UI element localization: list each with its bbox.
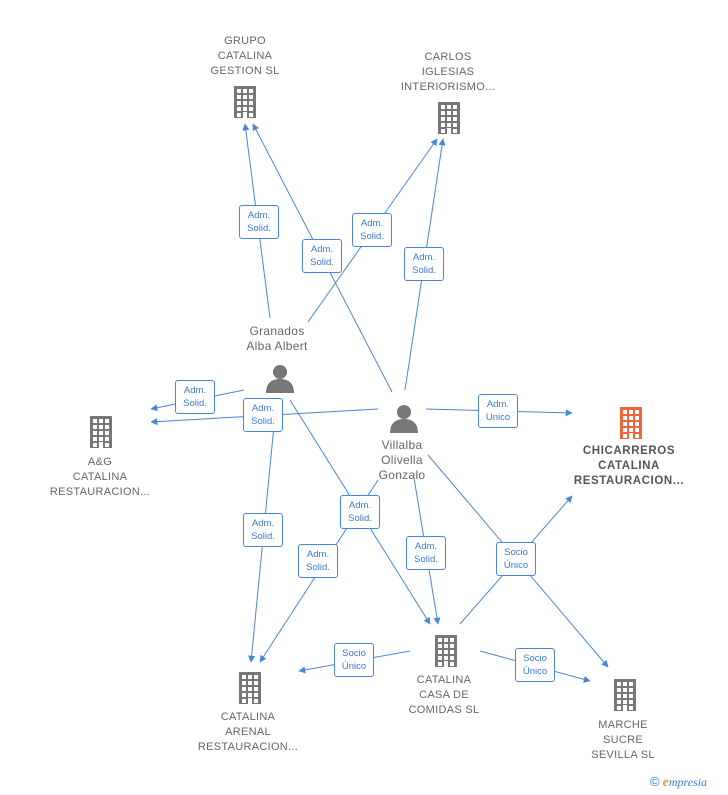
building-icon [620,407,642,439]
node-label-chicarreros[interactable]: CHICARREROS CATALINA RESTAURACION... [573,445,685,487]
empresia-logo: © empresia [650,774,707,791]
building-icon [438,102,460,134]
building-icon [90,416,112,448]
edge-label[interactable]: Adm. Solid. [239,205,279,239]
building-icon [435,635,457,667]
edge-label[interactable]: Adm. Solid. [406,536,446,570]
node-label-granados[interactable]: Granados Alba Albert [246,324,308,353]
edge-label[interactable]: Adm. Unico [478,394,518,428]
building-icon [234,86,256,118]
person-icon [266,365,294,393]
edge-label[interactable]: Adm. Solid. [243,398,283,432]
node-label-ag[interactable]: A&G CATALINA RESTAURACION... [49,456,151,498]
node-label-grupo[interactable]: GRUPO CATALINA GESTION SL [210,35,280,77]
node-label-carlos[interactable]: CARLOS IGLESIAS INTERIORISMO... [400,51,496,93]
node-label-marche[interactable]: MARCHE SUCRE SEVILLA SL [591,719,655,761]
edge-label[interactable]: Adm. Solid. [404,247,444,281]
node-label-arenal[interactable]: CATALINA ARENAL RESTAURACION... [197,711,299,753]
node-carlos[interactable] [435,101,463,140]
edge-label[interactable]: Adm. Solid. [340,495,380,529]
node-grupo[interactable] [231,85,259,124]
copyright-symbol: © [650,774,660,789]
edge-label[interactable]: Adm. Solid. [243,513,283,547]
node-label-villalba[interactable]: Villalba Olivella Gonzalo [378,438,426,482]
node-granados[interactable] [265,363,295,398]
brand-initial: e [662,775,669,790]
edge-label[interactable]: Adm. Solid. [302,239,342,273]
building-icon [614,679,636,711]
node-label-casa[interactable]: CATALINA CASA DE COMIDAS SL [408,674,480,716]
node-casa[interactable] [432,634,460,673]
edge-label[interactable]: Adm. Solid. [298,544,338,578]
node-ag[interactable] [87,415,115,454]
edge-label[interactable]: Adm. Solid. [175,380,215,414]
edge-label[interactable]: Adm. Solid. [352,213,392,247]
edge-label[interactable]: Socio Único [496,542,536,576]
node-arenal[interactable] [236,671,264,710]
node-villalba[interactable] [389,403,419,438]
person-icon [390,405,418,433]
edge-label[interactable]: Socio Único [515,648,555,682]
brand-name: mpresia [668,775,708,789]
node-chicarreros[interactable] [617,406,645,445]
building-icon [239,672,261,704]
edge-label[interactable]: Socio Único [334,643,374,677]
node-marche[interactable] [611,678,639,717]
